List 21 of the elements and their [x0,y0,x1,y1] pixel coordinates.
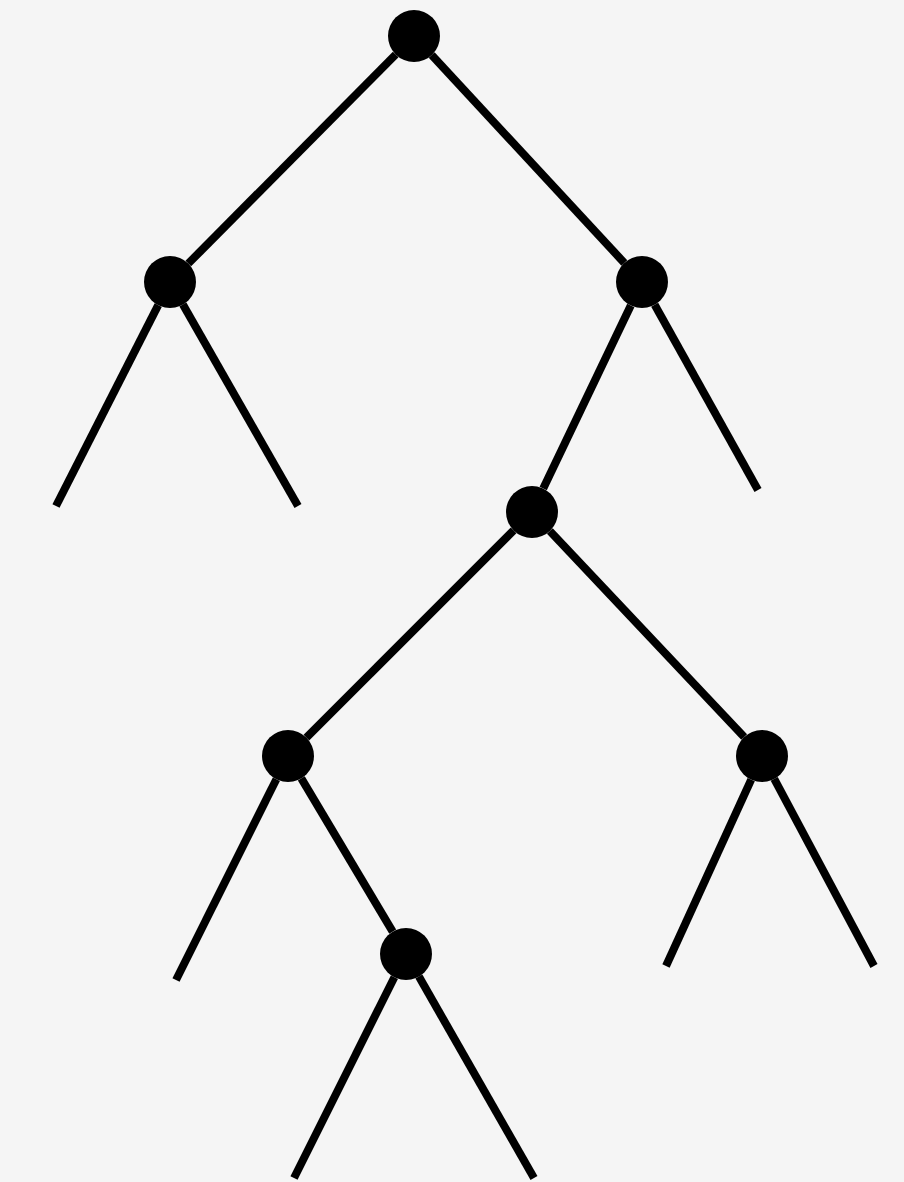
branch-line [297,776,397,934]
branch-line [185,51,399,267]
branch-line [303,527,517,741]
branch-line [52,303,162,508]
branch-line [546,528,748,740]
tree-node [380,928,432,980]
tree-node [262,730,314,782]
branch-line [539,303,635,491]
tree-node [616,256,668,308]
branch-line [415,974,538,1180]
branch-line [290,975,398,1180]
tree-node [736,730,788,782]
tree-node [388,10,440,62]
tree-node [144,256,196,308]
branch-line [651,302,762,492]
tree-node [506,486,558,538]
branch-line [662,778,755,968]
branch-line [770,777,878,968]
branch-line [179,302,302,508]
branch-line [428,52,628,266]
branch-line [172,777,280,982]
